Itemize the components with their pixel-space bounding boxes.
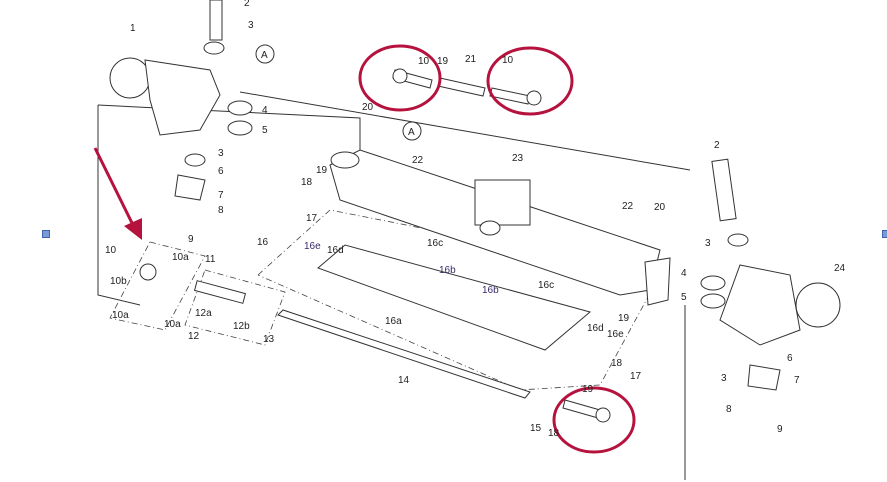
reference-circle-a [255,44,275,64]
callout: 19 [582,384,594,395]
callout: 10 [418,56,430,67]
callout: 12a [195,308,212,319]
callout: 17 [630,371,642,382]
callout: 10b [110,276,127,287]
callout: 16c [538,280,554,291]
callout: 4 [262,105,268,116]
callout: 16e [607,329,624,340]
callout: 24 [834,263,846,274]
callout: 8 [726,404,732,415]
callout: 3 [218,148,224,159]
callout: 1 [130,23,136,34]
callout: 7 [794,375,800,386]
highlight-circle-left-tie-rod-end [358,44,442,112]
callout: 18 [548,428,560,439]
callout: A [408,127,415,138]
callout: 10 [502,55,514,66]
callout: 12b [233,321,250,332]
callout: 20 [654,202,666,213]
tie-rods [139,68,611,423]
callout-labels: 1 2 3 A 4 5 3 6 7 8 9 10 10a 11 10b 10a … [105,0,846,439]
callout: 3 [705,238,711,249]
callout: 16e [304,241,321,252]
callout: 23 [512,153,524,164]
callout: 6 [218,166,224,177]
callout: 10 [105,245,117,256]
callout: 14 [398,375,410,386]
callout: 19 [618,313,630,324]
callout: 9 [777,424,783,435]
callout: 16b [439,265,456,276]
callout: 19 [316,165,328,176]
callout: 5 [262,125,268,136]
callout: 11 [205,254,216,265]
callout: 22 [622,201,634,212]
resize-handle-left[interactable] [42,230,50,238]
callout: 7 [218,190,224,201]
callout: 5 [681,292,687,303]
callout: 8 [218,205,224,216]
callout: 22 [412,155,424,166]
callout: 16c [427,238,443,249]
callout: 18 [611,358,623,369]
callout: 4 [681,268,687,279]
callout: 16b [482,285,499,296]
callout: 10a [164,319,181,330]
callout: 13 [263,334,275,345]
callout: 3 [248,20,254,31]
reference-circle-a [402,121,422,141]
callout: 16 [257,237,269,248]
highlight-circle-right-tie-rod-end [486,46,574,116]
callout: 10a [172,252,189,263]
callout: 17 [306,213,318,224]
callout: A [261,50,268,61]
callout: 16d [327,245,344,256]
callout: 9 [188,234,194,245]
callout: 6 [787,353,793,364]
callout: 16d [587,323,604,334]
callout: 2 [714,140,720,151]
callout: 18 [301,177,313,188]
resize-handle-right[interactable] [882,230,887,238]
callout: 20 [362,102,374,113]
axle-beam [317,149,671,351]
callout: 10a [112,310,129,321]
callout: 21 [465,54,477,65]
highlight-circle-bottom-tie-rod-end [552,386,636,454]
right-steering-knuckle [700,158,841,391]
callout: 3 [721,373,727,384]
red-pointer-arrow [93,147,142,240]
callout: 16a [385,316,402,327]
callout: 2 [244,0,250,9]
callout: 19 [437,56,449,67]
callout: 15 [530,423,542,434]
left-steering-knuckle [109,0,253,201]
callout: 12 [188,331,200,342]
